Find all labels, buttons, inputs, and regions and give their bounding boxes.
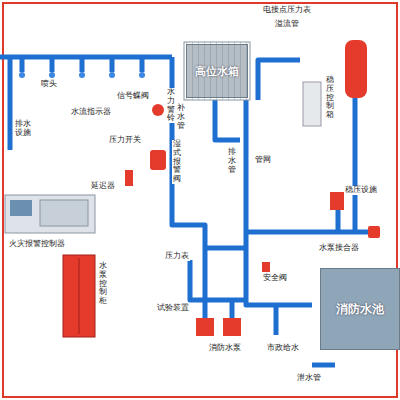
part-label: 延迟器 (90, 182, 116, 191)
part-label: 压力开关 (108, 136, 142, 145)
part-label: 信号蝶阀 (116, 92, 150, 101)
part-label: 消防水泵 (208, 344, 242, 353)
part-label: 管网 (254, 156, 272, 165)
part-label: 稳压设施 (344, 186, 378, 195)
part-label: 排水管 (227, 148, 237, 174)
part-label: 水力警铃 (166, 88, 176, 123)
pool-box: 消防水池 (320, 268, 400, 350)
part-label: 排水设施 (14, 120, 32, 138)
part-label: 泄水管 (296, 374, 322, 383)
part-label: 水泵控制柜 (98, 262, 108, 306)
part-label: 补水管 (176, 104, 186, 130)
part-label: 湿式报警阀 (172, 140, 182, 184)
part-label: 压力表 (164, 252, 190, 261)
part-label: 水流指示器 (70, 108, 112, 117)
node-text: 消防水池 (336, 301, 384, 318)
part-label: 喷头 (40, 80, 58, 89)
part-label: 安全阀 (262, 274, 288, 283)
part-label: 水泵接合器 (318, 244, 360, 253)
part-label: 试验装置 (156, 304, 190, 313)
tank-box: 高位水箱 (186, 44, 248, 98)
part-label: 电接点压力表 (262, 6, 312, 15)
part-label: 稳压控制箱 (325, 76, 335, 120)
part-label: 火灾报警控制器 (8, 240, 66, 249)
part-label: 溢流管 (274, 20, 300, 29)
node-text: 高位水箱 (195, 64, 239, 79)
part-label: 市政给水 (266, 344, 300, 353)
